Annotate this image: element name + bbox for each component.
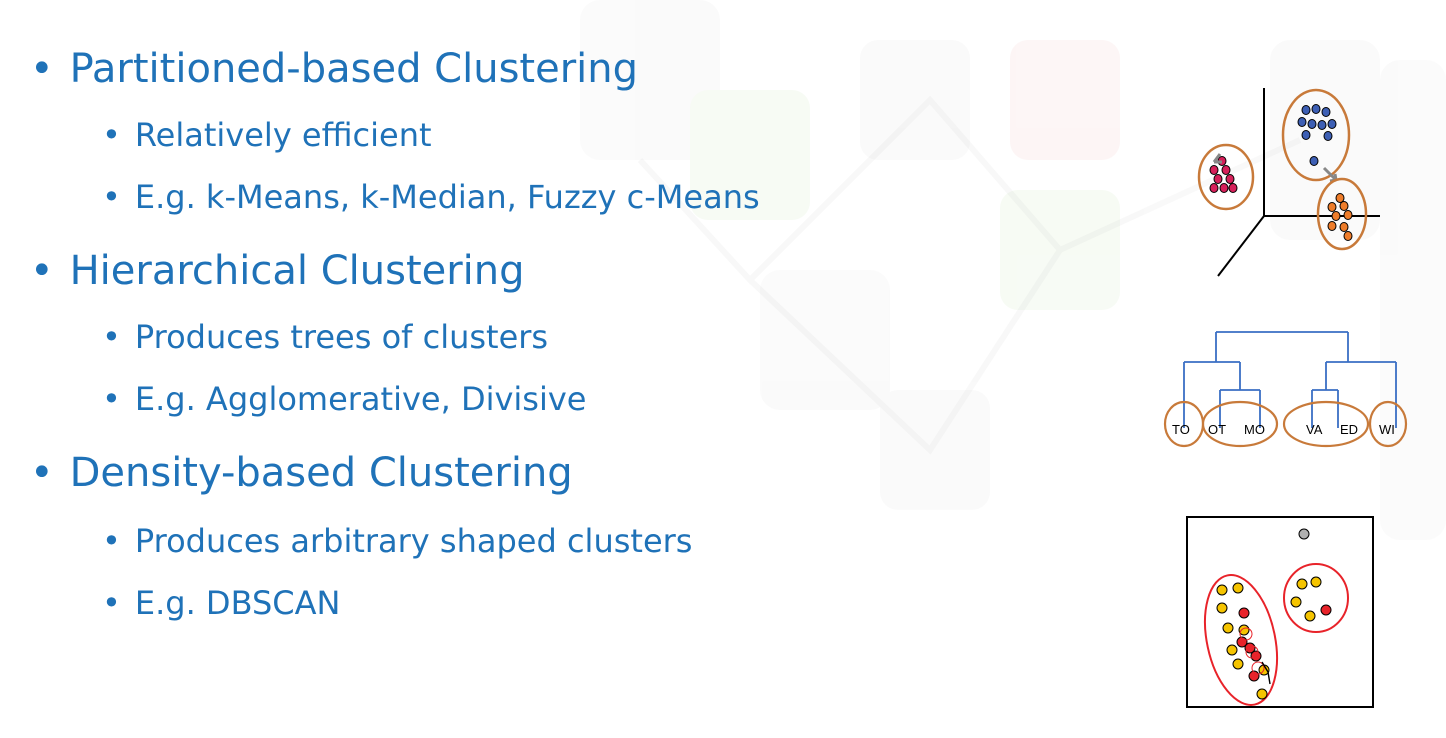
bullet-title: Partitioned-based Clustering: [69, 46, 639, 92]
sub-bullet: •Produces trees of clusters: [102, 318, 549, 356]
bullet-list: •Partitioned-based Clustering •Relativel…: [30, 46, 760, 622]
sub-bullet: •E.g. k-Means, k-Median, Fuzzy c-Means: [102, 178, 760, 216]
bullet-title: Density-based Clustering: [69, 450, 573, 496]
partitioned-clusters-figure: [1197, 88, 1380, 277]
dendrogram-leaf-label: ED: [1340, 422, 1358, 437]
sub-bullet-text: Relatively efficient: [134, 116, 432, 154]
sub-bullet: •E.g. DBSCAN: [102, 584, 341, 622]
bullet-partitioned-clustering: •Partitioned-based Clustering: [30, 46, 639, 92]
sub-bullet: •Produces arbitrary shaped clusters: [102, 522, 693, 560]
sub-bullet-text: Produces trees of clusters: [134, 318, 549, 356]
sub-bullet: •Relatively efficient: [102, 116, 432, 154]
density-clusters-figure: [1186, 516, 1374, 708]
dendrogram-leaf-label: WI: [1379, 422, 1395, 437]
dendrogram-leaf-label: TO: [1172, 422, 1190, 437]
bullet-title: Hierarchical Clustering: [69, 248, 525, 294]
bullet-hierarchical-clustering: •Hierarchical Clustering: [30, 248, 525, 294]
dendrogram-leaf-label: MO: [1244, 422, 1265, 437]
bullet-density-clustering: •Density-based Clustering: [30, 450, 573, 496]
dendrogram-figure: TO OT MO VA ED WI: [1163, 331, 1408, 448]
sub-bullet-text: E.g. k-Means, k-Median, Fuzzy c-Means: [134, 178, 760, 216]
sub-bullet: •E.g. Agglomerative, Divisive: [102, 380, 587, 418]
sub-bullet-text: E.g. Agglomerative, Divisive: [134, 380, 587, 418]
dendrogram-leaf-label: VA: [1306, 422, 1323, 437]
dendrogram-leaf-label: OT: [1208, 422, 1226, 437]
sub-bullet-text: Produces arbitrary shaped clusters: [134, 522, 693, 560]
sub-bullet-text: E.g. DBSCAN: [134, 584, 341, 622]
